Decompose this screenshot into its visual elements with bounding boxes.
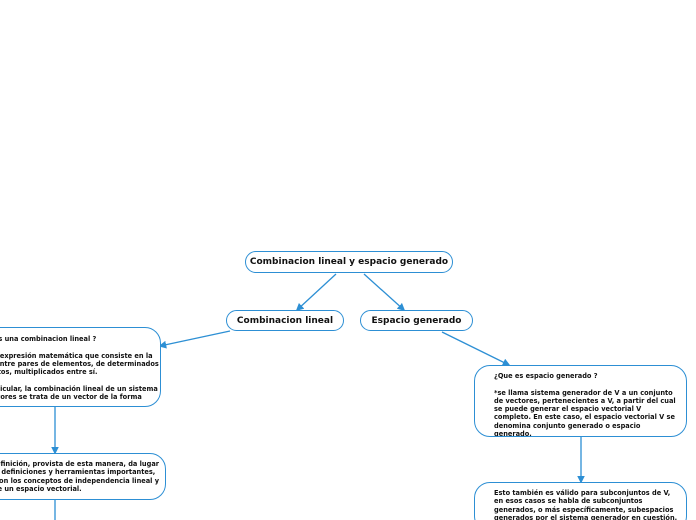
note-subconjuntos-generados[interactable]: Esto también es válido para subconjuntos… [474, 482, 687, 520]
root-topic[interactable]: Combinacion lineal y espacio generado [245, 251, 453, 273]
note-que-es-combinacion-lineal[interactable]: ¿Que es una combinacion lineal ? Es una … [0, 327, 161, 407]
note-que-es-combinacion-lineal-text: ¿Que es una combinacion lineal ? Es una … [0, 335, 159, 402]
connector-root-to-espacio [363, 273, 406, 312]
topic-combinacion-lineal[interactable]: Combinacion lineal [226, 310, 344, 331]
topic-espacio-generado[interactable]: Espacio generado [360, 310, 473, 331]
connector-root-to-combinacion [295, 273, 337, 312]
topic-combinacion-lineal-label: Combinacion lineal [236, 315, 334, 326]
note-definicion-consecuencias-text: Esta definición, provista de esta manera… [0, 460, 160, 493]
topic-espacio-generado-label: Espacio generado [371, 315, 462, 326]
root-topic-label: Combinacion lineal y espacio generado [249, 257, 449, 267]
note-definicion-consecuencias[interactable]: Esta definición, provista de esta manera… [0, 453, 166, 500]
note-que-es-espacio-generado-text: ¿Que es espacio generado ? *se llama sis… [494, 372, 676, 437]
connector-combinacion-to-note [158, 330, 231, 349]
note-subconjuntos-generados-text: Esto también es válido para subconjuntos… [494, 489, 678, 520]
connector-espacio-to-note [441, 331, 511, 366]
note-que-es-espacio-generado[interactable]: ¿Que es espacio generado ? *se llama sis… [474, 365, 687, 437]
